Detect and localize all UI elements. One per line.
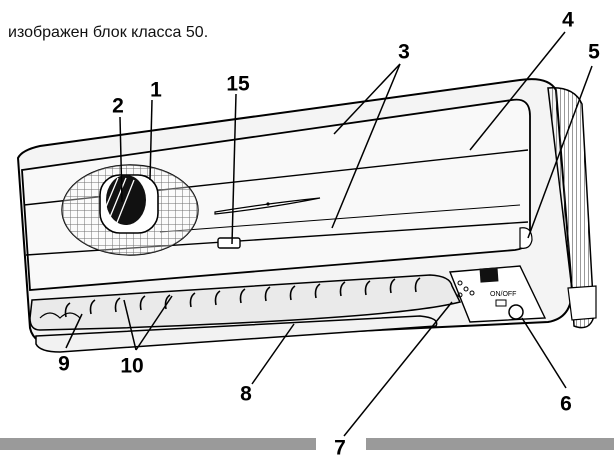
callout-2: 2 bbox=[112, 94, 124, 118]
leader-lines bbox=[65, 31, 593, 437]
callout-10: 10 bbox=[120, 354, 144, 378]
callout-1: 1 bbox=[150, 78, 162, 102]
callout-4: 4 bbox=[562, 8, 574, 32]
callout-8: 8 bbox=[240, 382, 252, 406]
on-off-label: ON/OFF bbox=[490, 291, 516, 298]
callout-15: 15 bbox=[226, 72, 250, 96]
callout-3: 3 bbox=[398, 40, 410, 64]
caption-text: изображен блок класса 50. bbox=[8, 24, 209, 41]
horizontal-flap bbox=[35, 315, 438, 353]
remote-sensor bbox=[508, 304, 524, 320]
footer-bar-right bbox=[366, 438, 614, 450]
control-panel: ON/OFF bbox=[448, 265, 547, 323]
vertical-vanes bbox=[64, 277, 421, 318]
air-outlet bbox=[29, 274, 462, 331]
callout-9: 9 bbox=[58, 352, 70, 376]
callout-7: 7 bbox=[334, 436, 346, 460]
panel-handle bbox=[217, 237, 241, 249]
deodorizing-filter bbox=[99, 174, 159, 234]
callout-5: 5 bbox=[588, 40, 600, 64]
footer-bar-left bbox=[0, 438, 316, 450]
callout-6: 6 bbox=[560, 392, 572, 416]
